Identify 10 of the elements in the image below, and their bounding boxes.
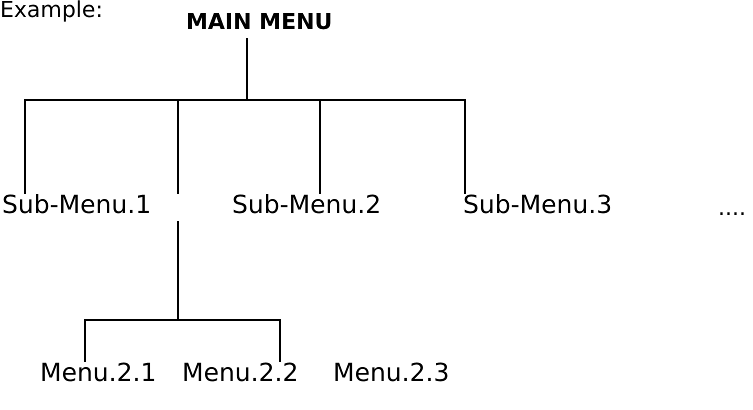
menu-label: Menu.2.3 bbox=[333, 360, 450, 385]
menu-label: Sub-Menu.3 bbox=[463, 192, 612, 217]
note-text: .... bbox=[718, 198, 746, 220]
connector-line bbox=[246, 38, 466, 194]
menu-label: Menu.2.1 bbox=[40, 360, 156, 385]
menu-label: Menu.2.2 bbox=[182, 360, 298, 385]
menu-label: MAIN MENU bbox=[186, 12, 332, 34]
menu-label: Sub-Menu.1 bbox=[2, 192, 152, 217]
note-text: Example: bbox=[0, 0, 103, 22]
menu-label: Sub-Menu.2 bbox=[232, 192, 382, 217]
